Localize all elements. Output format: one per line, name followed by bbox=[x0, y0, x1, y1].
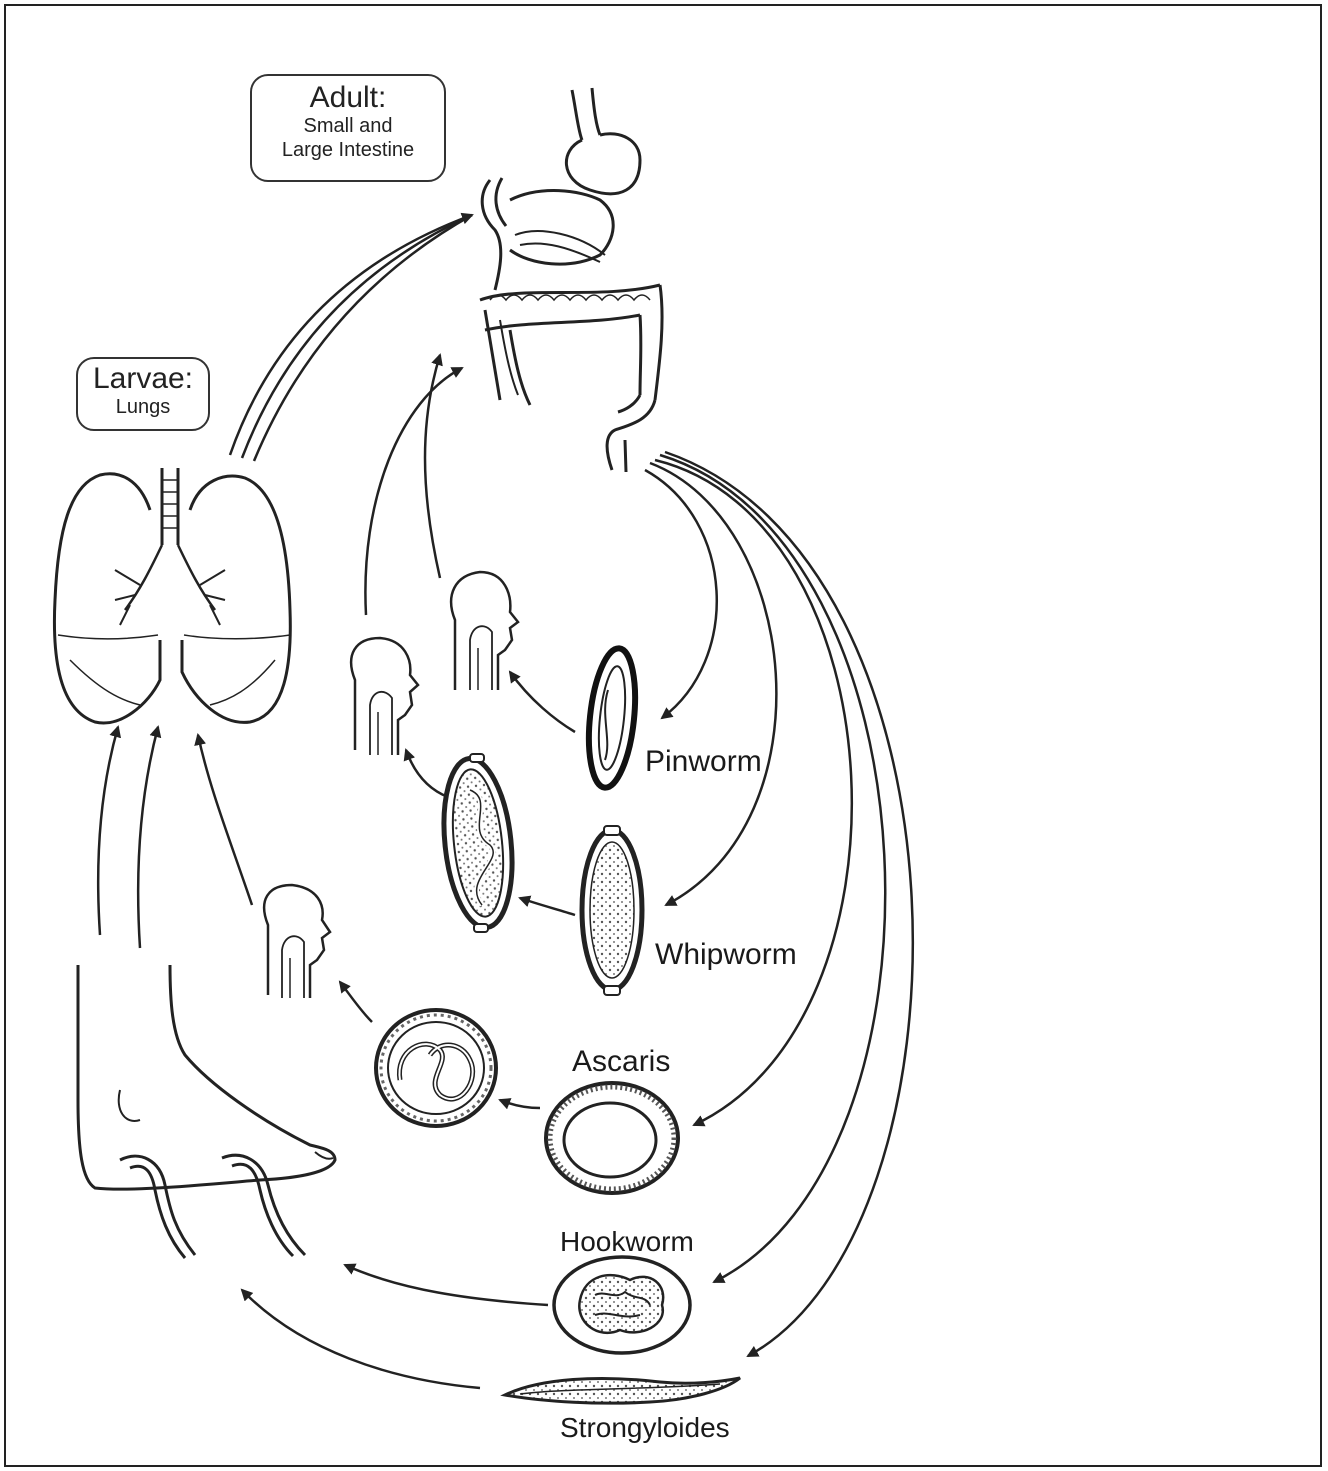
adult-stage-title: Adult: bbox=[252, 82, 444, 114]
head-profile-2 bbox=[351, 638, 418, 755]
hookworm-egg bbox=[554, 1257, 690, 1353]
pinworm-label: Pinworm bbox=[645, 745, 762, 779]
larvae-stage-box: Larvae: Lungs bbox=[76, 357, 210, 431]
ascaris-egg bbox=[546, 1083, 678, 1193]
lungs-illustration bbox=[54, 468, 290, 723]
embryonated-ascaris-egg bbox=[376, 1010, 496, 1126]
whipworm-label: Whipworm bbox=[655, 938, 797, 972]
strongyloides-larva bbox=[505, 1378, 740, 1403]
head-profile-1 bbox=[451, 572, 518, 690]
adult-stage-box: Adult: Small and Large Intestine bbox=[250, 74, 446, 182]
pinworm-egg bbox=[583, 646, 641, 790]
ascaris-label: Ascaris bbox=[572, 1045, 670, 1079]
whipworm-egg bbox=[582, 826, 642, 995]
larvae-stage-location: Lungs bbox=[78, 395, 208, 419]
strongyloides-label: Strongyloides bbox=[560, 1412, 730, 1444]
adult-stage-location-line2: Large Intestine bbox=[252, 138, 444, 162]
adult-stage-location-line1: Small and bbox=[252, 114, 444, 138]
larvae-stage-title: Larvae: bbox=[78, 363, 208, 395]
embryonated-whipworm-egg bbox=[436, 754, 519, 932]
larvae-penetrating-skin bbox=[120, 1155, 305, 1258]
gi-tract-illustration bbox=[480, 88, 662, 472]
head-profile-3 bbox=[264, 885, 330, 998]
hookworm-label: Hookworm bbox=[560, 1226, 694, 1258]
foot-illustration bbox=[78, 965, 335, 1189]
